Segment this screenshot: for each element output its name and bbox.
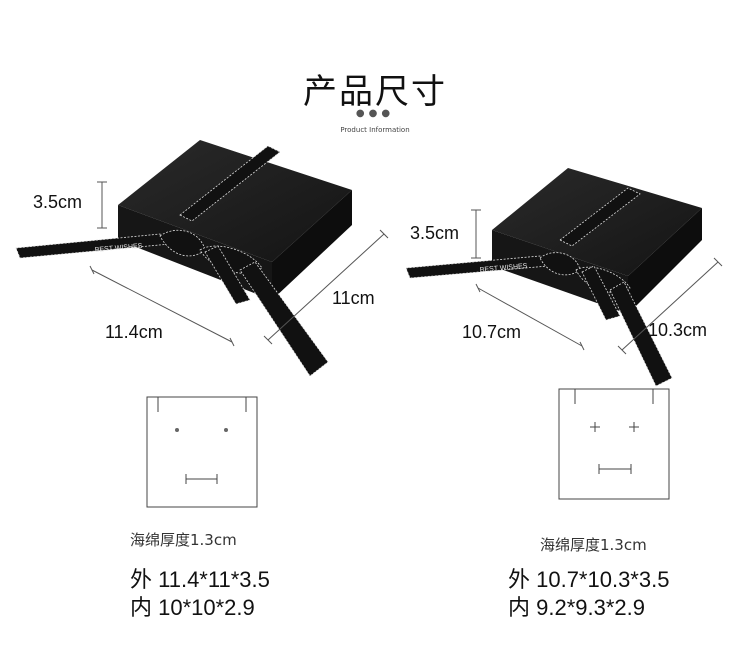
right-sponge-thickness: 海绵厚度1.3cm — [540, 536, 647, 554]
right-gift-box: BEST WISHES — [405, 168, 702, 387]
left-gift-box: BEST WISHES — [15, 140, 352, 377]
ribbon-text-right: BEST WISHES — [480, 263, 528, 274]
right-outer-size: 外 10.7*10.3*3.5 — [508, 567, 670, 592]
right-width-label: 10.7cm — [462, 322, 522, 342]
left-sponge-insert — [146, 396, 258, 508]
left-dimension-lines — [89, 181, 389, 347]
right-sponge-insert — [558, 388, 670, 500]
right-height-label: 3.5cm — [410, 223, 460, 243]
left-inner-size: 内 10*10*2.9 — [130, 595, 255, 620]
left-width-label: 11.4cm — [105, 322, 163, 342]
left-sponge-thickness: 海绵厚度1.3cm — [130, 531, 237, 549]
page-title: 产品尺寸 — [303, 72, 447, 112]
ribbon-text-left: BEST WISHES — [95, 243, 143, 254]
left-depth-label: 11cm — [332, 288, 375, 308]
left-outer-size: 外 11.4*11*3.5 — [130, 567, 270, 592]
title-dots: ●●● — [355, 108, 395, 119]
left-height-label: 3.5cm — [33, 192, 83, 212]
page-subtitle: Product Information — [340, 126, 410, 134]
right-depth-label: 10.3cm — [648, 320, 708, 340]
right-inner-size: 内 9.2*9.3*2.9 — [508, 595, 645, 620]
right-dimension-lines — [471, 209, 723, 355]
